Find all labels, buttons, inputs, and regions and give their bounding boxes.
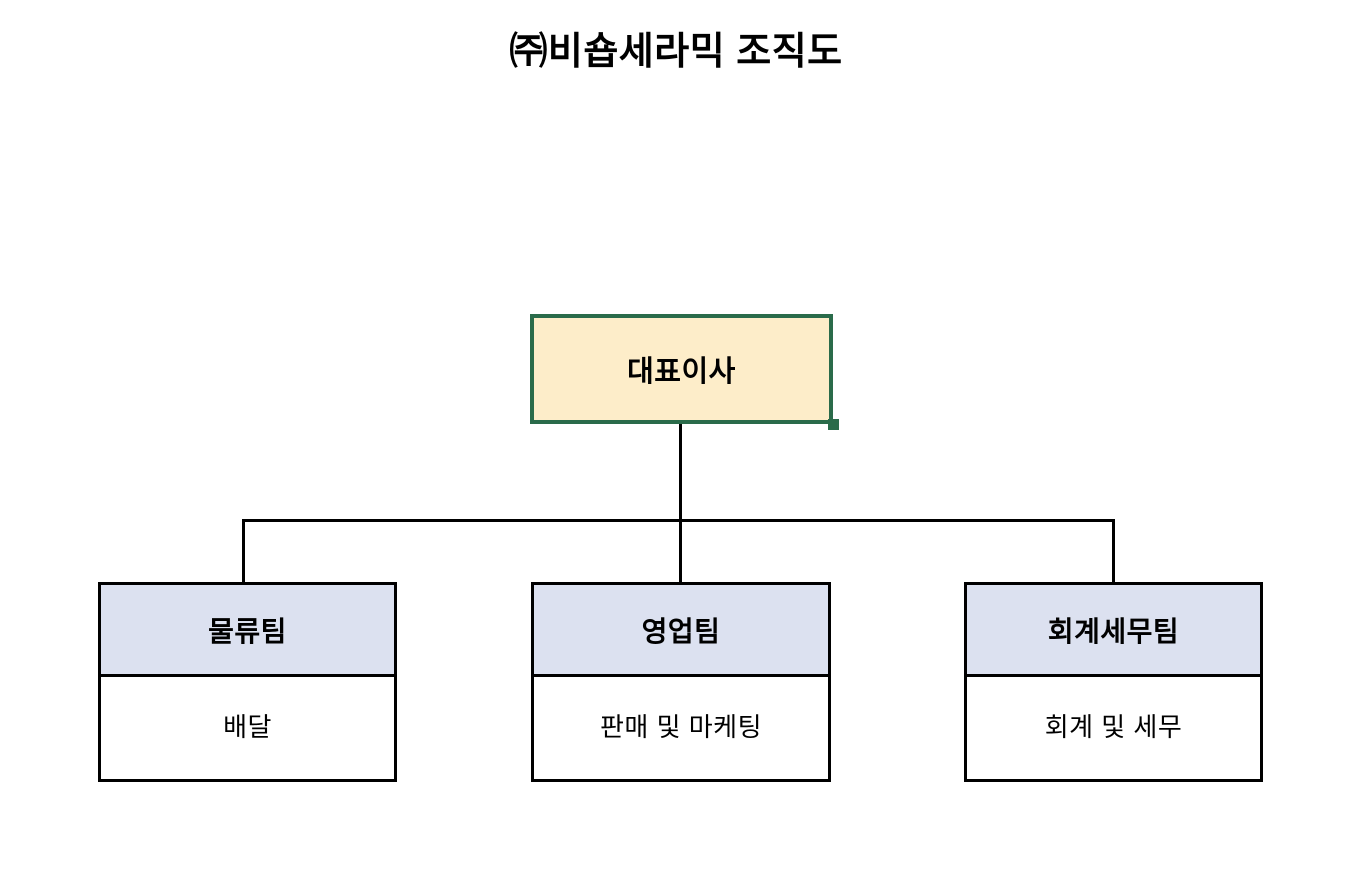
page-title: ㈜비숍세라믹 조직도 xyxy=(509,31,843,73)
org-node-team-logistics-name: 물류팀 xyxy=(208,615,287,647)
org-node-team-sales-description: 판매 및 마케팅 xyxy=(600,711,762,742)
org-node-team-accounting-name: 회계세무팀 xyxy=(1047,615,1180,647)
org-node-ceo[interactable]: 대표이사 xyxy=(530,314,833,424)
org-node-team-accounting-body: 회계 및 세무 xyxy=(967,677,1260,779)
org-node-team-sales-header: 영업팀 xyxy=(534,585,828,677)
org-node-team-accounting-header: 회계세무팀 xyxy=(967,585,1260,677)
connector-branch-left xyxy=(242,519,245,584)
org-node-team-accounting-description: 회계 및 세무 xyxy=(1044,711,1183,742)
org-node-team-logistics-description: 배달 xyxy=(223,711,272,742)
org-node-team-logistics-header: 물류팀 xyxy=(101,585,394,677)
org-node-team-sales[interactable]: 영업팀 판매 및 마케팅 xyxy=(531,582,831,782)
org-node-team-sales-body: 판매 및 마케팅 xyxy=(534,677,828,779)
org-node-team-logistics[interactable]: 물류팀 배달 xyxy=(98,582,397,782)
connector-horizontal-bar xyxy=(242,519,1115,522)
connector-root-vertical xyxy=(679,424,682,584)
org-node-team-sales-name: 영업팀 xyxy=(641,615,721,647)
connector-branch-right xyxy=(1112,519,1115,584)
selection-resize-handle[interactable] xyxy=(828,419,839,430)
org-node-ceo-label: 대표이사 xyxy=(627,356,736,388)
org-node-team-accounting[interactable]: 회계세무팀 회계 및 세무 xyxy=(964,582,1263,782)
org-node-team-logistics-body: 배달 xyxy=(101,677,394,779)
